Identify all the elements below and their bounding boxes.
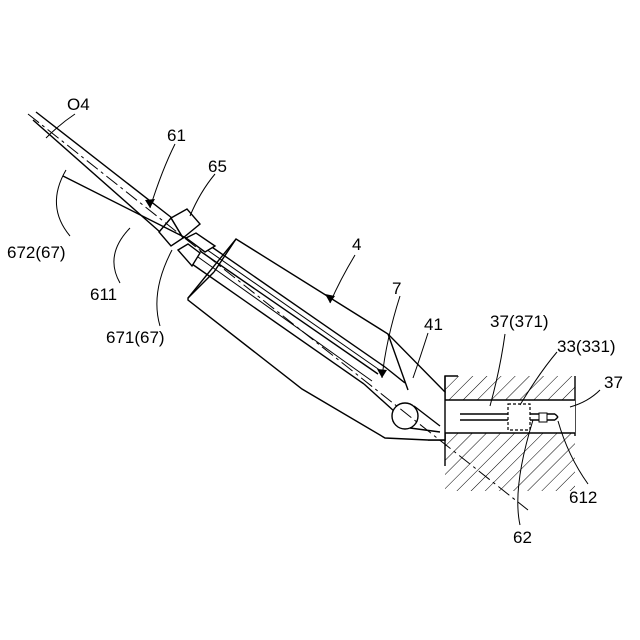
label-37-371: 37(371)	[490, 312, 549, 331]
label-672: 672(67)	[7, 243, 66, 262]
collar-671-lower	[178, 244, 200, 266]
label-65: 65	[208, 157, 227, 176]
label-671: 671(67)	[106, 328, 165, 347]
label-611: 611	[90, 285, 117, 304]
label-37: 37	[604, 373, 623, 392]
label-33-331: 33(331)	[557, 337, 616, 356]
block-331	[508, 404, 530, 430]
label-o4: O4	[67, 95, 90, 114]
element-612	[539, 413, 547, 422]
label-41: 41	[424, 315, 443, 334]
label-4: 4	[352, 235, 361, 254]
label-7: 7	[392, 279, 401, 298]
wire-672	[63, 176, 186, 238]
housing-block	[445, 376, 575, 491]
label-61: 61	[167, 126, 186, 145]
axis-o4	[28, 114, 528, 510]
label-612: 612	[569, 488, 597, 507]
label-62: 62	[513, 528, 532, 547]
